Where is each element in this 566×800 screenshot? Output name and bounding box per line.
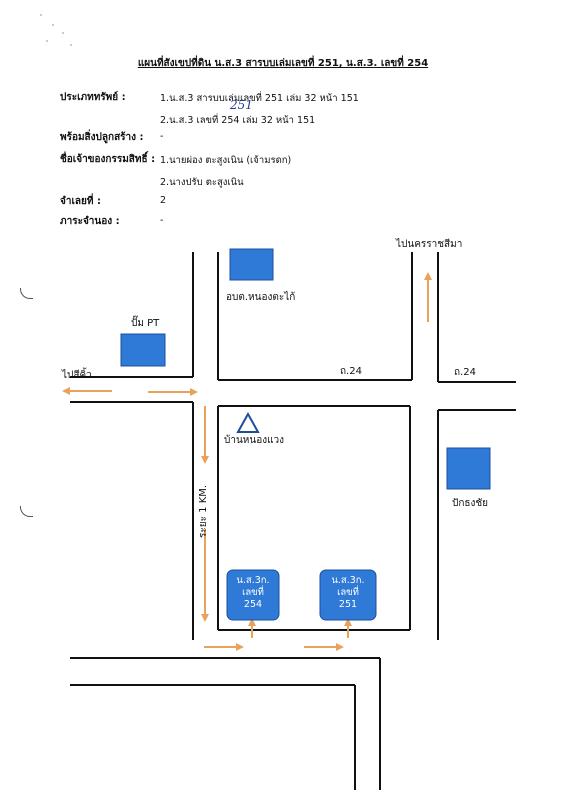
field-value-buildings: - [160, 131, 164, 142]
plot-254-title: น.ส.3ก. [236, 575, 269, 586]
scan-speck [62, 32, 64, 34]
field-label-mortgage: ภาระจำนอง : [60, 216, 120, 227]
plot-254-block [226, 569, 280, 621]
sao-office-label: อบต.หนองตะไก้ [226, 291, 295, 303]
pump-station-block [120, 333, 166, 367]
direction-arrows [62, 272, 432, 651]
road-24-label-east: ถ.24 [454, 367, 476, 378]
plot-251-block [319, 569, 377, 621]
scan-speck [46, 40, 48, 42]
sao-office-block [229, 248, 274, 281]
to-korat-label: ไปนครราชสีมา [395, 238, 462, 250]
plot-254-subtitle: เลขที่ [242, 585, 264, 598]
field-label-owners: ชื่อเจ้าของกรรมสิทธิ์ : [60, 154, 156, 165]
field-value-owner-2: 2.นางปรับ ตะสูงเนิน [160, 177, 244, 188]
plot-251-subtitle: เลขที่ [337, 585, 359, 598]
field-value-mortgage: - [160, 215, 164, 226]
pakthongchai-label: ปักธงชัย [452, 498, 488, 509]
field-value-asset-type-1: 1.น.ส.3 สารบบเล่มเลขที่ 251 เล่ม 32 หน้า… [160, 93, 359, 104]
scan-speck [70, 44, 72, 46]
road-lines [70, 252, 516, 790]
road-24-label: ถ.24 [340, 366, 362, 377]
scan-speck [52, 24, 54, 26]
village-label: บ้านหนองแวง [224, 434, 284, 446]
field-label-buildings: พร้อมสิ่งปลูกสร้าง : [60, 132, 144, 143]
site-map: ปั๊ม PT ไปสีคิ้ว อบต.หนองตะไก้ ไปนครราชส… [61, 238, 516, 790]
field-value-owner-1: 1.นายผ่อง ตะสูงเนิน (เจ้ามรดก) [160, 155, 292, 166]
pakthongchai-block [446, 447, 491, 490]
plot-251-number: 251 [339, 599, 357, 610]
plot-254-number: 254 [244, 599, 262, 610]
page-title: แผนที่สังเขปที่ดิน น.ส.3 สารบบเล่มเลขที่… [137, 58, 429, 69]
village-triangle-icon [236, 411, 260, 433]
scan-speck [40, 14, 42, 16]
field-label-asset-type: ประเภททรัพย์ : [60, 92, 126, 103]
plot-251-title: น.ส.3ก. [331, 575, 364, 586]
punch-hole-mark [20, 288, 33, 299]
to-sikhio-label: ไปสีคิ้ว [61, 367, 92, 381]
distance-label: ระยะ 1 KM. [198, 485, 209, 538]
punch-hole-mark [20, 506, 33, 517]
field-value-asset-type-2: 2.น.ส.3 เลขที่ 254 เล่ม 32 หน้า 151 [160, 115, 316, 126]
handwritten-correction: 251 [230, 98, 253, 112]
field-label-defendant: จำเลยที่ : [60, 196, 101, 207]
pump-station-label: ปั๊ม PT [131, 315, 160, 329]
field-value-defendant: 2 [160, 195, 167, 206]
